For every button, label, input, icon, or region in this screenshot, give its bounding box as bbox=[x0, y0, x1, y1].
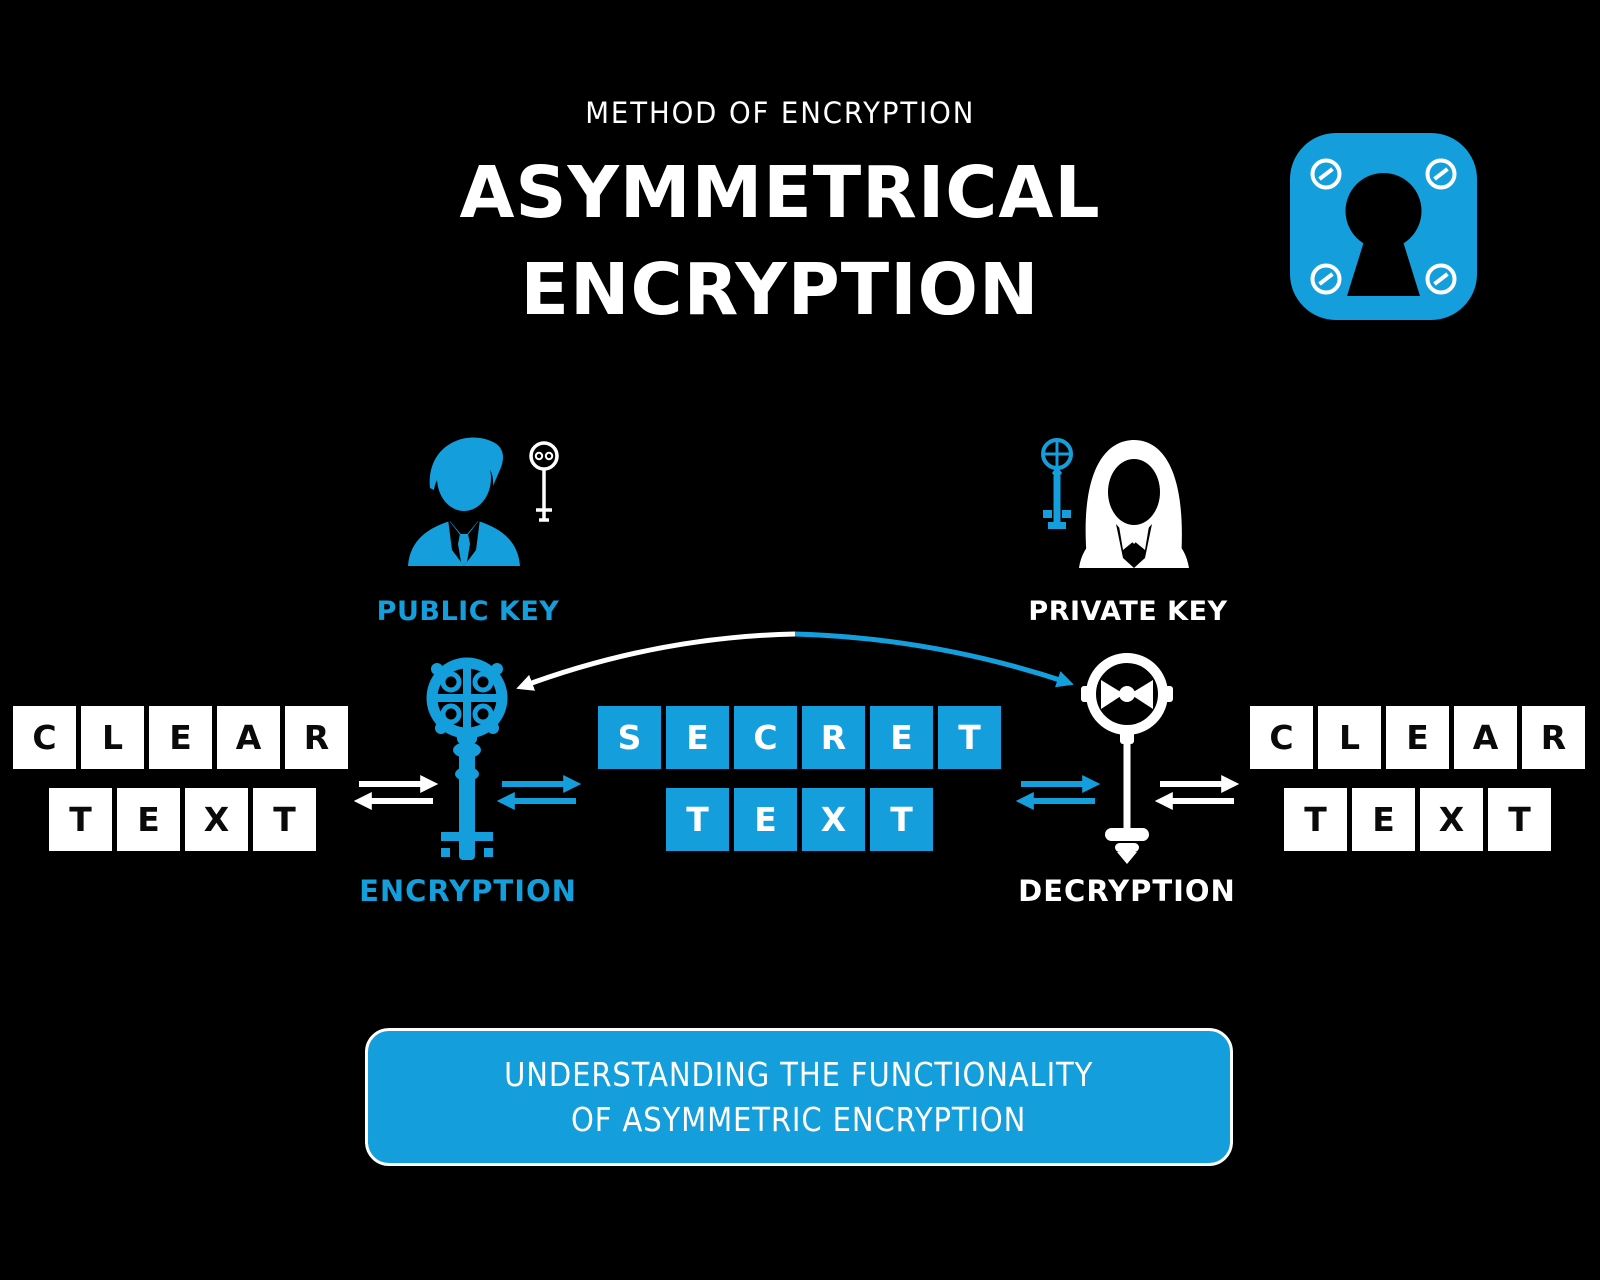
letter-tile: R bbox=[285, 706, 348, 769]
letter-tile: E bbox=[734, 788, 797, 851]
letter-tile: T bbox=[870, 788, 933, 851]
key-exchange-arc bbox=[516, 631, 1074, 691]
letter-tile: R bbox=[1522, 706, 1585, 769]
arrow-pair-decryption-cleartext bbox=[1154, 775, 1240, 810]
arrow-pair-encryption-secret bbox=[496, 775, 582, 810]
cleartext-left-tiles: C L E A R T E X T bbox=[13, 706, 348, 851]
tile-row: C L E A R bbox=[1250, 706, 1585, 769]
letter-tile: T bbox=[938, 706, 1001, 769]
header: METHOD OF ENCRYPTION ASYMMETRICAL ENCRYP… bbox=[340, 96, 1220, 338]
letter-tile: C bbox=[734, 706, 797, 769]
letter-tile: C bbox=[1250, 706, 1313, 769]
page-title: ASYMMETRICAL ENCRYPTION bbox=[340, 144, 1220, 338]
arrow-pair-cleartext-encryption bbox=[353, 775, 439, 810]
page-title-line1: ASYMMETRICAL bbox=[459, 151, 1101, 234]
letter-tile: E bbox=[666, 706, 729, 769]
public-key-label: PUBLIC KEY bbox=[376, 596, 560, 627]
cleartext-right-tiles: C L E A R T E X T bbox=[1250, 706, 1585, 851]
letter-tile: S bbox=[598, 706, 661, 769]
letter-tile: E bbox=[1352, 788, 1415, 851]
tile-row: T E X T bbox=[49, 788, 348, 851]
tile-row: C L E A R bbox=[13, 706, 348, 769]
tile-row: T E X T bbox=[1284, 788, 1585, 851]
letter-tile: E bbox=[870, 706, 933, 769]
letter-tile: T bbox=[49, 788, 112, 851]
letter-tile: X bbox=[802, 788, 865, 851]
letter-tile: T bbox=[666, 788, 729, 851]
small-white-key-icon bbox=[529, 441, 559, 522]
letter-tile: A bbox=[217, 706, 280, 769]
banner-line1: UNDERSTANDING THE FUNCTIONALITY bbox=[504, 1055, 1094, 1094]
letter-tile: T bbox=[1284, 788, 1347, 851]
tile-row: S E C R E T bbox=[598, 706, 1001, 769]
banner-line2: OF ASYMMETRIC ENCRYPTION bbox=[571, 1100, 1027, 1139]
letter-tile: E bbox=[149, 706, 212, 769]
tile-row: T E X T bbox=[666, 788, 1001, 851]
arrow-pair-secret-decryption bbox=[1015, 775, 1101, 810]
man-with-key-icon bbox=[408, 437, 559, 566]
small-blue-key-icon bbox=[1041, 438, 1073, 529]
letter-tile: A bbox=[1454, 706, 1517, 769]
letter-tile: E bbox=[117, 788, 180, 851]
summary-banner: UNDERSTANDING THE FUNCTIONALITY OF ASYMM… bbox=[365, 1028, 1233, 1166]
decryption-label: DECRYPTION bbox=[1018, 874, 1236, 908]
letter-tile: C bbox=[13, 706, 76, 769]
encryption-label: ENCRYPTION bbox=[359, 874, 577, 908]
letter-tile: L bbox=[81, 706, 144, 769]
letter-tile: R bbox=[802, 706, 865, 769]
letter-tile: T bbox=[1488, 788, 1551, 851]
private-key-label: PRIVATE KEY bbox=[1028, 596, 1228, 627]
letter-tile: T bbox=[253, 788, 316, 851]
encryption-key-icon bbox=[426, 657, 508, 860]
letter-tile: E bbox=[1386, 706, 1449, 769]
letter-tile: X bbox=[1420, 788, 1483, 851]
keyhole-icon bbox=[1290, 133, 1477, 320]
eyebrow-title: METHOD OF ENCRYPTION bbox=[584, 96, 975, 130]
page-title-line2: ENCRYPTION bbox=[520, 248, 1040, 331]
woman-with-key-icon bbox=[1041, 438, 1189, 568]
secrettext-tiles: S E C R E T T E X T bbox=[598, 706, 1001, 851]
decryption-key-icon bbox=[1081, 653, 1173, 864]
letter-tile: X bbox=[185, 788, 248, 851]
letter-tile: L bbox=[1318, 706, 1381, 769]
